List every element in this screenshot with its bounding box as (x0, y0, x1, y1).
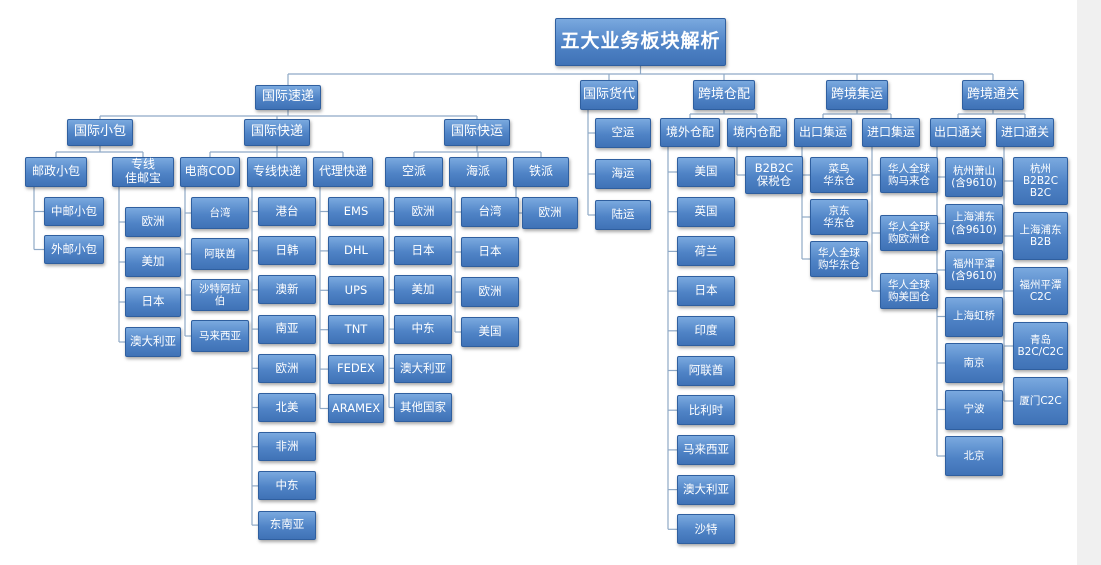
category-postal: 邮政小包 (25, 157, 87, 187)
postal-item-0: 中邮小包 (44, 197, 104, 226)
line-express-item-1: 日韩 (258, 236, 316, 266)
freight-item-2: 陆运 (595, 200, 651, 230)
air-item-5: 其他国家 (394, 393, 452, 422)
line-express-item-8: 东南亚 (258, 510, 316, 540)
export-customs-item-5: 宁波 (945, 389, 1003, 430)
category-air: 空派 (385, 157, 443, 187)
overseas-item-6: 比利时 (677, 395, 735, 426)
diagram-title: 五大业务板块解析 (555, 18, 726, 66)
cod-item-0: 台湾 (191, 197, 249, 229)
agent-express-item-5: ARAMEX (328, 394, 384, 423)
overseas-item-1: 英国 (677, 196, 735, 227)
dedicated-line-item-2: 日本 (125, 287, 181, 317)
category-cod: 电商COD (180, 157, 240, 187)
overseas-item-2: 荷兰 (677, 236, 735, 267)
sea-item-1: 日本 (461, 237, 519, 267)
group-small-parcel: 国际小包 (67, 119, 133, 146)
section-consolidation: 跨境集运 (826, 80, 888, 110)
air-item-0: 欧洲 (394, 197, 452, 226)
overseas-item-9: 沙特 (677, 514, 735, 545)
sea-item-2: 欧洲 (461, 277, 519, 307)
category-sea: 海派 (449, 157, 507, 187)
agent-express-item-4: FEDEX (328, 354, 384, 384)
category-export-customs: 出口通关 (930, 118, 986, 147)
connector-lines (33, 66, 1026, 530)
overseas-item-0: 美国 (677, 157, 735, 187)
overseas-item-8: 澳大利亚 (677, 474, 735, 505)
section-customs: 跨境通关 (962, 80, 1024, 110)
category-domestic-warehouse: 境内仓配 (727, 118, 787, 147)
export-customs-item-3: 上海虹桥 (945, 296, 1003, 337)
diagram-canvas: 五大业务板块解析国际速递 国际货代 跨境仓配 跨境集运 跨境通关国际小包 国际快递 国际快运… (0, 0, 1077, 565)
overseas-item-3: 日本 (677, 276, 735, 307)
export-customs-item-2: 福州平潭 (含9610) (945, 250, 1003, 290)
category-import-customs: 进口通关 (996, 118, 1054, 147)
category-dedicated-line: 专线 佳邮宝 (112, 157, 174, 187)
export-customs-item-4: 南京 (945, 343, 1003, 383)
agent-express-item-1: DHL (328, 236, 384, 266)
postal-item-1: 外邮小包 (44, 235, 104, 264)
category-rail: 铁派 (513, 157, 569, 187)
import-customs-item-0: 杭州 B2B2C B2C (1013, 157, 1068, 205)
cod-item-3: 马来西亚 (191, 320, 249, 352)
group-fast-freight: 国际快运 (444, 119, 510, 146)
overseas-item-7: 马来西亚 (677, 434, 735, 465)
overseas-item-5: 阿联酋 (677, 355, 735, 386)
import-customs-item-4: 厦门C2C (1013, 377, 1068, 425)
group-courier: 国际快递 (244, 119, 310, 146)
line-express-item-6: 非洲 (258, 432, 316, 462)
cod-item-1: 阿联酋 (191, 238, 249, 270)
air-item-2: 美加 (394, 275, 452, 305)
cod-item-2: 沙特阿拉 伯 (191, 279, 249, 311)
air-item-4: 澳大利亚 (394, 353, 452, 383)
sea-item-0: 台湾 (461, 197, 519, 227)
category-overseas-warehouse: 境外仓配 (660, 118, 720, 147)
export-customs-item-1: 上海浦东 (含9610) (945, 203, 1003, 244)
section-express: 国际速递 (255, 85, 321, 110)
import-customs-item-3: 青岛 B2C/C2C (1013, 322, 1068, 370)
line-express-item-4: 欧洲 (258, 353, 316, 383)
section-freight: 国际货代 (580, 80, 638, 110)
agent-express-item-3: TNT (328, 315, 384, 345)
export-consolidation-item-0: 菜鸟 华东仓 (810, 157, 868, 193)
category-agent-express: 代理快递 (313, 157, 373, 187)
section-warehouse: 跨境仓配 (693, 80, 755, 110)
overseas-item-4: 印度 (677, 315, 735, 346)
sea-item-3: 美国 (461, 317, 519, 347)
agent-express-item-0: EMS (328, 197, 384, 226)
category-import-consolidation: 进口集运 (862, 118, 920, 147)
export-consolidation-item-1: 京东 华东仓 (810, 199, 868, 235)
export-customs-item-0: 杭州萧山 (含9610) (945, 157, 1003, 197)
import-customs-item-2: 福州平潭 C2C (1013, 267, 1068, 315)
line-express-item-3: 南亚 (258, 314, 316, 344)
import-consolidation-item-2: 华人全球 购美国仓 (880, 273, 938, 309)
freight-item-0: 空运 (595, 118, 651, 148)
line-express-item-2: 澳新 (258, 275, 316, 305)
line-express-item-5: 北美 (258, 393, 316, 422)
dedicated-line-item-3: 澳大利亚 (125, 327, 181, 357)
line-express-item-0: 港台 (258, 197, 316, 226)
line-express-item-7: 中东 (258, 471, 316, 501)
category-line-express: 专线快递 (247, 157, 307, 187)
import-consolidation-item-0: 华人全球 购马来仓 (880, 157, 938, 193)
domestic-item-0: B2B2C 保税仓 (745, 156, 803, 194)
agent-express-item-2: UPS (328, 275, 384, 305)
dedicated-line-item-0: 欧洲 (125, 207, 181, 237)
air-item-1: 日本 (394, 236, 452, 266)
freight-item-1: 海运 (595, 159, 651, 189)
import-consolidation-item-1: 华人全球 购欧洲仓 (880, 215, 938, 251)
export-customs-item-6: 北京 (945, 436, 1003, 476)
export-consolidation-item-2: 华人全球 购华东仓 (810, 241, 868, 277)
rail-item-0: 欧洲 (522, 197, 578, 229)
air-item-3: 中东 (394, 314, 452, 344)
import-customs-item-1: 上海浦东 B2B (1013, 212, 1068, 260)
dedicated-line-item-1: 美加 (125, 247, 181, 277)
category-export-consolidation: 出口集运 (794, 118, 852, 147)
